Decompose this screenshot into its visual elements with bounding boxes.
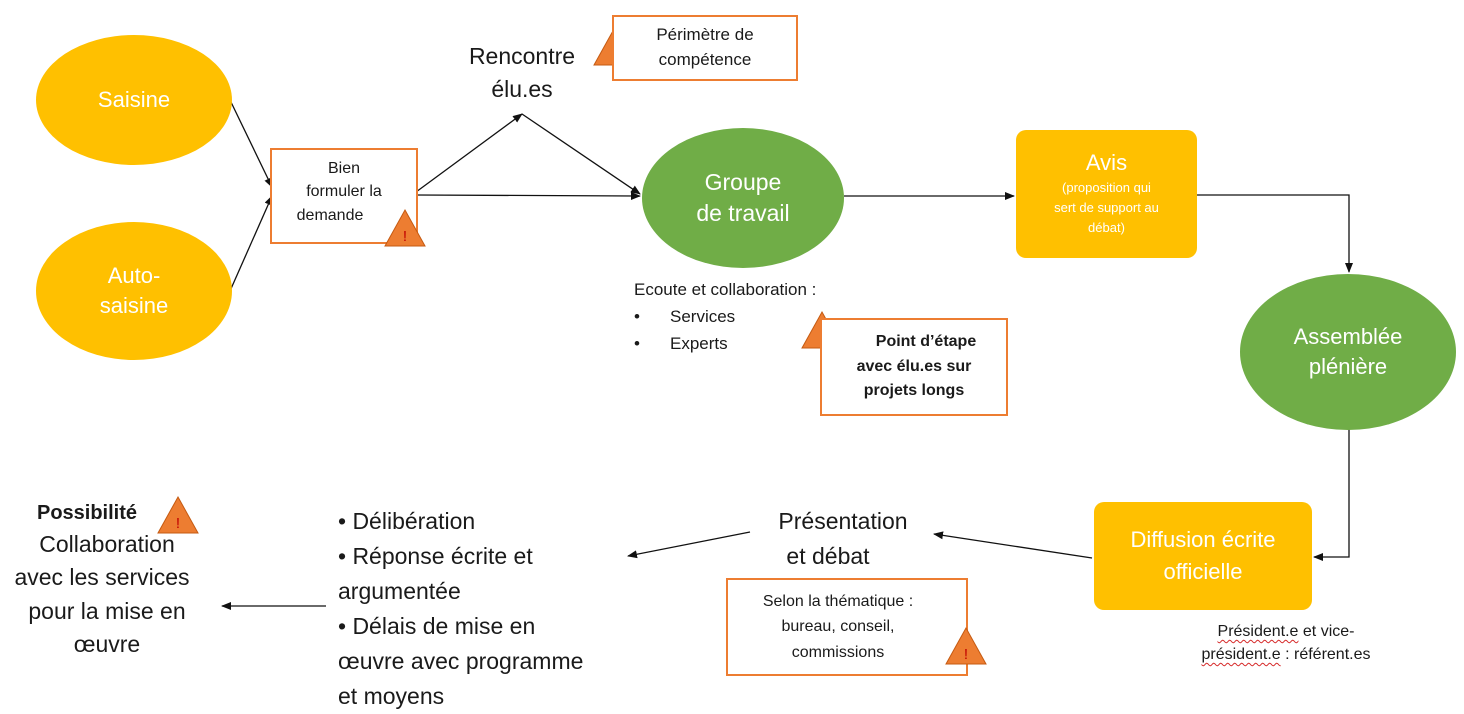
assemblee-line: Assemblée (1293, 324, 1403, 350)
perimetre-text: Périmètre de compétence (656, 23, 753, 72)
arrow-avis-to-assemblee (1197, 194, 1353, 273)
president-word: Président.e (1217, 623, 1299, 640)
arrow-autosaisine-to-demande (229, 195, 273, 292)
svg-text:!: ! (403, 228, 407, 245)
ecoute-note: Ecoute et collaboration : •Services •Exp… (634, 276, 816, 358)
diffusion-line: officielle (1163, 559, 1243, 584)
svg-text:!: ! (176, 515, 180, 532)
bien-formuler-line: Bien (327, 160, 361, 178)
arrow-saisine-to-demande (229, 99, 273, 188)
svg-text:!: ! (964, 646, 968, 663)
groupe-line: Groupe (704, 168, 782, 195)
president-note: Président.e et vice- président.e : référ… (1168, 620, 1404, 666)
avis-subtitle: (proposition qui sert de support au déba… (1054, 178, 1159, 238)
decisions-list: • Délibération • Réponse écrite et argum… (338, 504, 583, 714)
auto-saisine-node: Auto- saisine (36, 222, 232, 360)
saisine-node: Saisine (36, 35, 232, 165)
assemblee-pleniere-node: Assemblée plénière (1240, 274, 1456, 430)
selon-line: bureau, conseil, (781, 618, 895, 636)
bien-formuler-text: Bien formuler la demande (297, 157, 392, 227)
avis-sub-line: débat) (1088, 220, 1125, 236)
ecoute-item: •Services (634, 307, 736, 327)
decision-line: et moyens (338, 682, 445, 709)
possibilite-line: Collaboration (39, 531, 175, 557)
auto-saisine-label: Auto- saisine (100, 261, 168, 320)
groupe-de-travail-node: Groupe de travail (642, 128, 844, 268)
ecoute-item-label: Services (670, 307, 736, 327)
possibilite-text: Collaboration avec les services pour la … (14, 528, 192, 661)
ecoute-title: Ecoute et collaboration : (634, 280, 817, 299)
arrow-rencontre-to-groupe (521, 113, 641, 195)
possibilite-line: pour la mise en (28, 597, 186, 624)
rencontre-line: élu.es (491, 76, 553, 103)
auto-saisine-line-1: Auto- (107, 263, 161, 289)
president-line-1: Président.e et vice- (1168, 620, 1404, 643)
perimetre-line: compétence (658, 50, 752, 69)
president-line-2: président.e : référent.es (1168, 643, 1404, 666)
referent-rest: : référent.es (1280, 646, 1371, 664)
warning-triangle-icon: ! (945, 626, 987, 665)
decision-line: œuvre avec programme (338, 647, 584, 674)
arrow-assemblee-to-diffusion (1313, 429, 1350, 561)
president-rest: et vice- (1298, 623, 1355, 640)
selon-text: Selon la thématique : bureau, conseil, c… (763, 589, 913, 666)
groupe-label: Groupe de travail (696, 167, 789, 229)
point-etape-line: Point d’étape (875, 332, 977, 350)
avis-node: Avis (proposition qui sert de support au… (1016, 130, 1197, 258)
avis-sub-line: sert de support au (1054, 200, 1159, 216)
decision-line: • Délibération (338, 508, 476, 534)
groupe-line: de travail (696, 200, 790, 226)
warning-triangle-icon: ! (384, 208, 426, 247)
decision-line: argumentée (338, 577, 461, 604)
possibilite-line: avec les services (14, 564, 190, 591)
diffusion-node: Diffusion écrite officielle (1094, 502, 1312, 610)
selon-thematique-box: Selon la thématique : bureau, conseil, c… (726, 578, 968, 676)
decision-line: • Délais de mise en (338, 612, 536, 639)
possibilite-block: Possibilité Collaboration avec les servi… (14, 498, 192, 661)
ecoute-item: •Experts (634, 334, 728, 354)
presentation-line: Présentation (778, 508, 908, 534)
assemblee-line: plénière (1308, 354, 1388, 379)
diffusion-line: Diffusion écrite (1130, 527, 1276, 553)
avis-sub-line: (proposition qui (1062, 179, 1151, 195)
vice-president-word: président.e (1201, 646, 1281, 664)
perimetre-line: Périmètre de (656, 25, 754, 45)
avis-title: Avis (1085, 149, 1128, 175)
perimetre-box: Périmètre de compétence (612, 15, 798, 81)
point-etape-line: avec élu.es sur (856, 357, 972, 375)
arrow-demande-to-rencontre (415, 113, 523, 193)
selon-line: commissions (791, 643, 885, 661)
assemblee-label: Assemblée plénière (1294, 322, 1403, 381)
bien-formuler-line: formuler la (306, 183, 382, 201)
point-etape-line: projets longs (863, 382, 965, 400)
point-etape-text: Point d’étape avec élu.es sur projets lo… (852, 330, 977, 404)
ecoute-list: •Services •Experts (634, 303, 816, 357)
auto-saisine-line-2: saisine (99, 293, 169, 318)
bien-formuler-line: demande (296, 206, 364, 224)
possibilite-line: œuvre (73, 631, 141, 658)
rencontre-elus-label: Rencontre élu.es (452, 40, 592, 107)
bien-formuler-box: Bien formuler la demande (270, 148, 418, 244)
arrow-diffusion-to-presentation (933, 531, 1093, 559)
decision-line: • Réponse écrite et (338, 542, 533, 569)
rencontre-line: Rencontre (468, 43, 576, 69)
warning-triangle-icon: ! (157, 495, 199, 534)
ecoute-item-label: Experts (670, 334, 728, 354)
presentation-line: et débat (786, 542, 870, 569)
selon-line: Selon la thématique : (762, 592, 914, 610)
arrow-presentation-to-decisions (627, 531, 751, 559)
point-etape-box: Point d’étape avec élu.es sur projets lo… (820, 318, 1008, 416)
saisine-label: Saisine (97, 87, 171, 113)
presentation-debat-label: Présentation et débat (750, 504, 936, 573)
possibilite-title: Possibilité (36, 502, 138, 524)
arrow-demande-to-groupe (415, 191, 641, 200)
